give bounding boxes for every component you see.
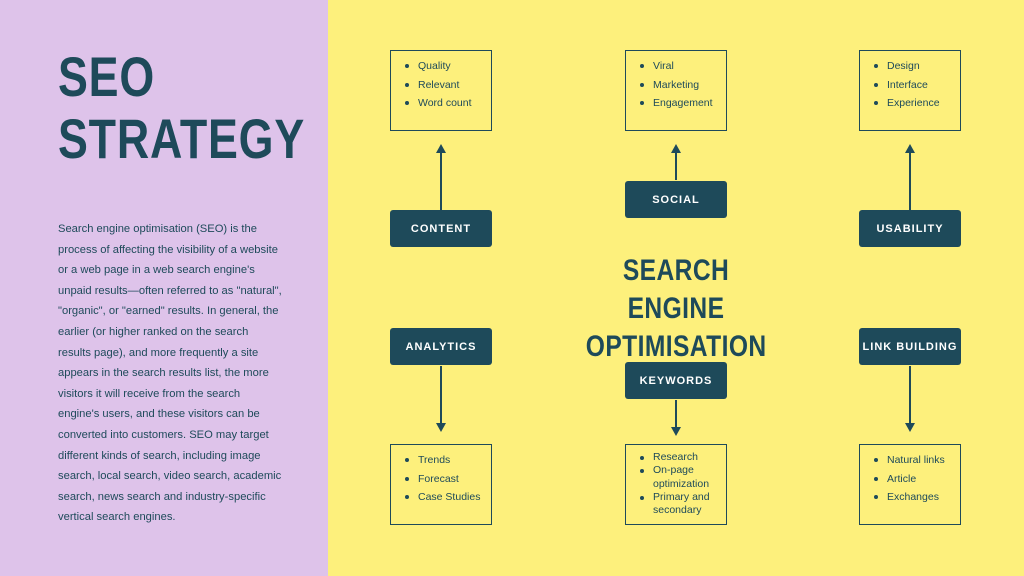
social-label: SOCIAL	[652, 193, 700, 206]
list-item: Relevant	[399, 76, 483, 95]
list-item: Interface	[868, 76, 952, 95]
list-item: Natural links	[868, 451, 952, 470]
list-item: Experience	[868, 94, 952, 113]
content-node: CONTENT	[390, 210, 492, 247]
center-title-line-1: SEARCH ENGINE	[622, 254, 730, 325]
link-building-label: LINK BUILDING	[862, 340, 958, 353]
page-title: SEO STRATEGY	[58, 45, 306, 170]
social-list-box: Viral Marketing Engagement	[625, 50, 727, 131]
list-item: Quality	[399, 57, 483, 76]
analytics-list-box: Trends Forecast Case Studies	[390, 444, 492, 525]
keywords-label: KEYWORDS	[639, 374, 713, 387]
list-item-continuation: optimization	[653, 477, 710, 490]
center-title: SEARCH ENGINE OPTIMISATION	[566, 252, 786, 366]
list-item: Design	[868, 57, 952, 76]
usability-list-box: Design Interface Experience	[859, 50, 961, 131]
content-list-box: Quality Relevant Word count	[390, 50, 492, 131]
list-item: Research	[634, 451, 718, 464]
list-item: Exchanges	[868, 488, 952, 507]
title-line-2: STRATEGY	[58, 107, 306, 170]
list-item: Viral	[634, 57, 718, 76]
analytics-node: ANALYTICS	[390, 328, 492, 365]
title-line-1: SEO	[58, 45, 156, 108]
arrowhead-link-building	[905, 423, 915, 432]
arrowhead-analytics	[436, 423, 446, 432]
usability-label: USABILITY	[876, 222, 944, 235]
keywords-node: KEYWORDS	[625, 362, 727, 399]
keywords-list-box: Research On-page optimization Primary an…	[625, 444, 727, 525]
list-item: Forecast	[399, 470, 483, 489]
list-item: Trends	[399, 451, 483, 470]
list-item: On-page	[634, 464, 718, 477]
list-item: Marketing	[634, 76, 718, 95]
description-text: Search engine optimisation (SEO) is the …	[58, 223, 282, 524]
left-panel	[0, 0, 328, 576]
list-item: Article	[868, 470, 952, 489]
list-item: Case Studies	[399, 488, 483, 507]
center-title-line-2: OPTIMISATION	[585, 330, 767, 363]
arrowhead-content	[436, 144, 446, 153]
list-item-continuation: secondary	[653, 504, 702, 517]
arrowhead-social	[671, 144, 681, 153]
link-building-list-box: Natural links Article Exchanges	[859, 444, 961, 525]
arrowhead-usability	[905, 144, 915, 153]
link-building-node: LINK BUILDING	[859, 328, 961, 365]
analytics-label: ANALYTICS	[405, 340, 477, 353]
list-item: Word count	[399, 94, 483, 113]
list-item: Engagement	[634, 94, 718, 113]
social-node: SOCIAL	[625, 181, 727, 218]
usability-node: USABILITY	[859, 210, 961, 247]
content-label: CONTENT	[410, 222, 472, 235]
list-item: Primary and	[634, 491, 718, 504]
arrowhead-keywords	[671, 427, 681, 436]
